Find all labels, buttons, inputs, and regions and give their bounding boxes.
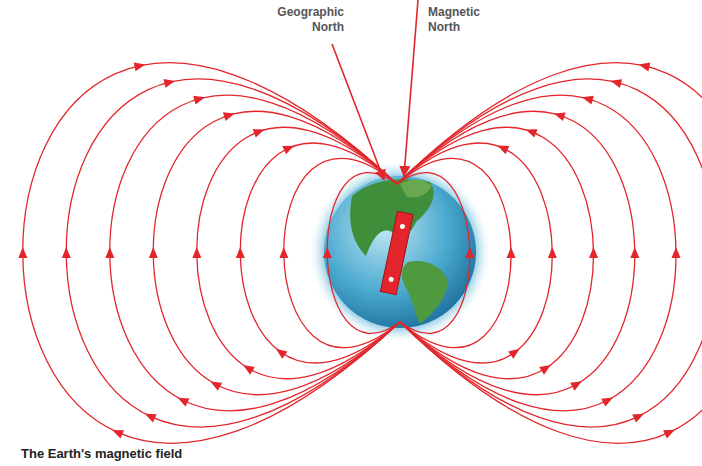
field-arrow [539,361,553,374]
field-line [23,63,400,443]
greenland [400,180,432,198]
globe-glow [308,160,492,344]
field-arrow [552,109,565,121]
field-line [66,79,400,427]
magnetic-north-label: Magnetic North [426,4,490,36]
field-arrow [496,142,510,155]
caption: The Earth's magnetic field [18,446,185,461]
bar-magnet [380,211,413,295]
field-arrow [638,60,651,71]
field-arrow [273,345,287,359]
field-arrow [18,247,27,258]
field-line [110,95,400,411]
field-line [397,158,511,347]
field-arrow [279,247,288,258]
globe [324,176,476,328]
south-america [402,261,448,324]
field-arrow [253,125,266,137]
field-arrow [609,76,622,87]
field-line [397,63,702,443]
field-arrow [110,426,124,439]
field-arrow [323,247,332,258]
field-arrow [589,247,598,258]
field-line [284,158,400,347]
field-arrow [548,247,557,258]
field-arrow [465,247,474,258]
field-arrow [632,410,646,423]
field-arrow [105,247,114,258]
field-arrow [630,247,639,258]
field-arrow [193,93,206,105]
field-line [397,127,594,378]
field-arrow [570,377,584,390]
field-arrow [134,60,147,71]
field-line [197,127,400,378]
field-arrow [282,142,296,155]
field-arrow [149,247,158,258]
field-line [397,143,552,363]
magnetic-north-line [404,0,418,176]
field-line [397,95,676,411]
field-arrow [524,125,537,137]
field-arrow [62,247,71,258]
field-arrow [671,247,680,258]
field-arrow [663,426,677,439]
field-arrow [208,377,222,390]
field-arrow [143,410,157,423]
field-arrow [192,247,201,258]
field-line [397,173,470,334]
field-arrow [581,93,594,105]
field-arrow [236,247,245,258]
field-arrow [223,109,236,121]
geographic-north-line [332,44,384,180]
field-line [397,79,702,427]
field-arrow [241,361,255,374]
field-arrow [176,394,190,407]
field-arrow [508,345,522,359]
field-arrow [601,394,615,407]
field-line [240,143,400,363]
geographic-north-label: Geographic North [252,4,346,36]
field-arrow [506,247,515,258]
field-arrow [163,77,176,88]
